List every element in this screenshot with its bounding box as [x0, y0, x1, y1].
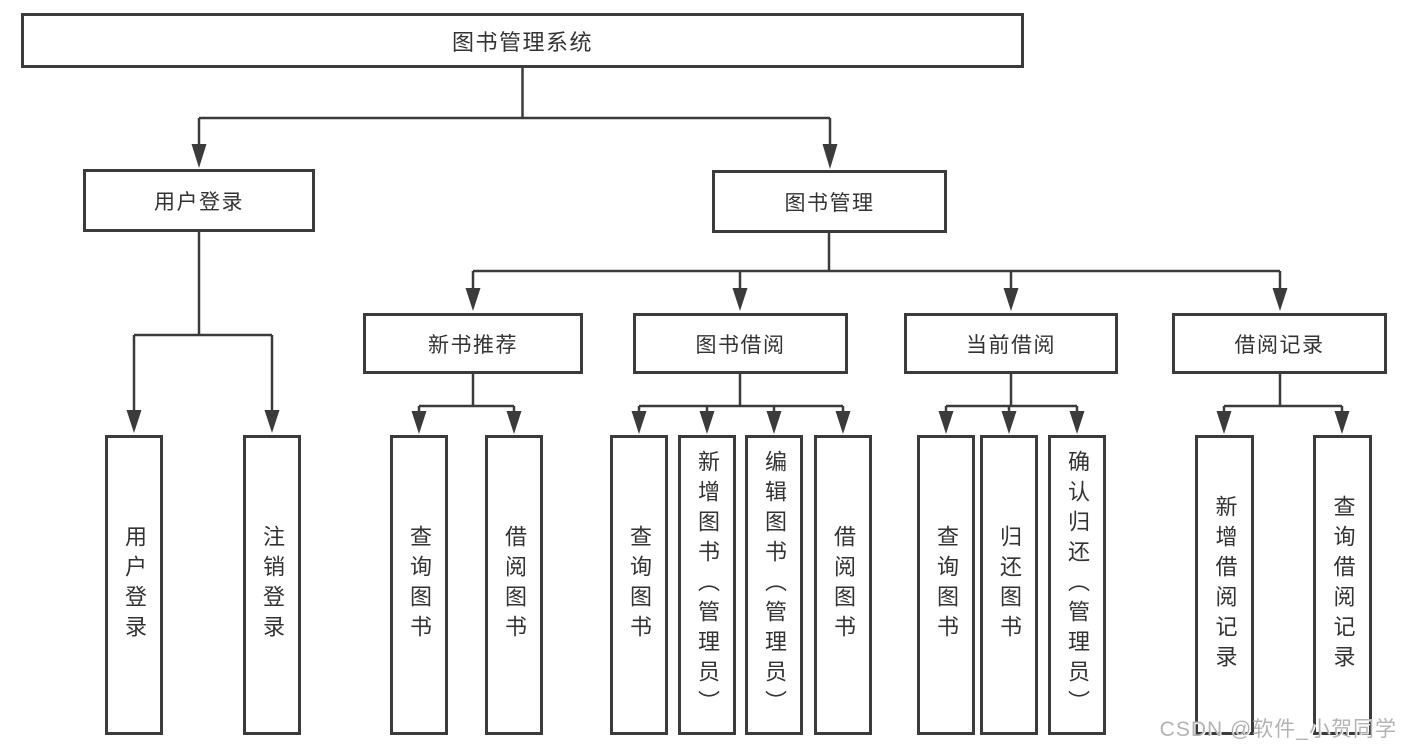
node-book-management-branch: 图书管理 [712, 170, 947, 233]
leaf-query-books-1-label: 查询图书 [407, 525, 432, 645]
node-user-login-branch: 用户登录 [83, 169, 315, 232]
node-book-borrowing-label: 图书借阅 [695, 333, 786, 357]
leaf-user-login: 用户登录 [105, 435, 163, 735]
arrowhead [1272, 288, 1288, 311]
arrowhead [822, 144, 838, 169]
node-borrowing-records: 借阅记录 [1172, 313, 1387, 374]
leaf-user-login-label: 用户登录 [122, 525, 147, 645]
leaf-add-borrow-record-label: 新增借阅记录 [1212, 495, 1238, 675]
leaf-query-borrow-record: 查询借阅记录 [1313, 435, 1372, 735]
arrowhead [938, 411, 954, 434]
arrowhead [411, 411, 427, 434]
arrowhead [1069, 411, 1085, 434]
leaf-confirm-return-admin-label: 确认归还（管理员） [1065, 450, 1090, 720]
leaf-return-books-label: 归还图书 [997, 525, 1022, 645]
node-current-borrowing-label: 当前借阅 [966, 333, 1056, 357]
arrowhead [1216, 411, 1232, 434]
leaf-confirm-return-admin: 确认归还（管理员） [1048, 435, 1106, 735]
arrowhead [835, 411, 851, 434]
arrowhead [1334, 411, 1350, 434]
leaf-edit-books-admin-label: 编辑图书（管理员） [762, 450, 787, 720]
arrowhead [191, 144, 207, 168]
arrowhead [506, 411, 522, 434]
leaf-borrow-books-1-label: 借阅图书 [502, 525, 527, 645]
node-user-login-branch-label: 用户登录 [154, 190, 244, 214]
leaf-logout: 注销登录 [243, 435, 301, 735]
leaf-edit-books-admin: 编辑图书（管理员） [745, 435, 803, 735]
leaf-add-books-admin-label: 新增图书（管理员） [695, 450, 720, 720]
arrowhead [126, 410, 142, 433]
leaf-add-books-admin: 新增图书（管理员） [678, 435, 736, 735]
node-new-book-recommendation-label: 新书推荐 [428, 333, 518, 357]
leaf-query-books-2: 查询图书 [610, 435, 668, 735]
leaf-query-borrow-record-label: 查询借阅记录 [1330, 495, 1356, 675]
leaf-query-books-3: 查询图书 [917, 435, 975, 735]
arrowhead [699, 411, 715, 434]
csdn-watermark: CSDN @软件_小贺同学 [1159, 718, 1397, 741]
leaf-borrow-books-2: 借阅图书 [814, 435, 872, 735]
arrowhead [264, 410, 280, 433]
node-library-management-system: 图书管理系统 [21, 13, 1024, 68]
leaf-query-books-2-label: 查询图书 [627, 525, 652, 645]
node-new-book-recommendation: 新书推荐 [363, 313, 583, 374]
arrowhead [631, 411, 647, 434]
node-current-borrowing: 当前借阅 [904, 313, 1118, 374]
leaf-logout-label: 注销登录 [260, 525, 285, 645]
leaf-query-books-1: 查询图书 [390, 435, 448, 735]
leaf-add-borrow-record: 新增借阅记录 [1195, 435, 1254, 735]
leaf-return-books: 归还图书 [980, 435, 1038, 735]
node-book-management-branch-label: 图书管理 [784, 191, 875, 215]
node-book-borrowing: 图书借阅 [633, 313, 848, 374]
arrowhead [1001, 411, 1017, 434]
arrowhead [465, 288, 481, 311]
leaf-borrow-books-1: 借阅图书 [485, 435, 543, 735]
leaf-query-books-3-label: 查询图书 [934, 525, 959, 645]
node-borrowing-records-label: 借阅记录 [1234, 333, 1325, 357]
leaf-borrow-books-2-label: 借阅图书 [831, 525, 856, 645]
arrowhead [766, 411, 782, 434]
arrowhead [1003, 288, 1019, 311]
arrowhead [732, 288, 748, 311]
node-library-management-system-label: 图书管理系统 [451, 29, 593, 55]
